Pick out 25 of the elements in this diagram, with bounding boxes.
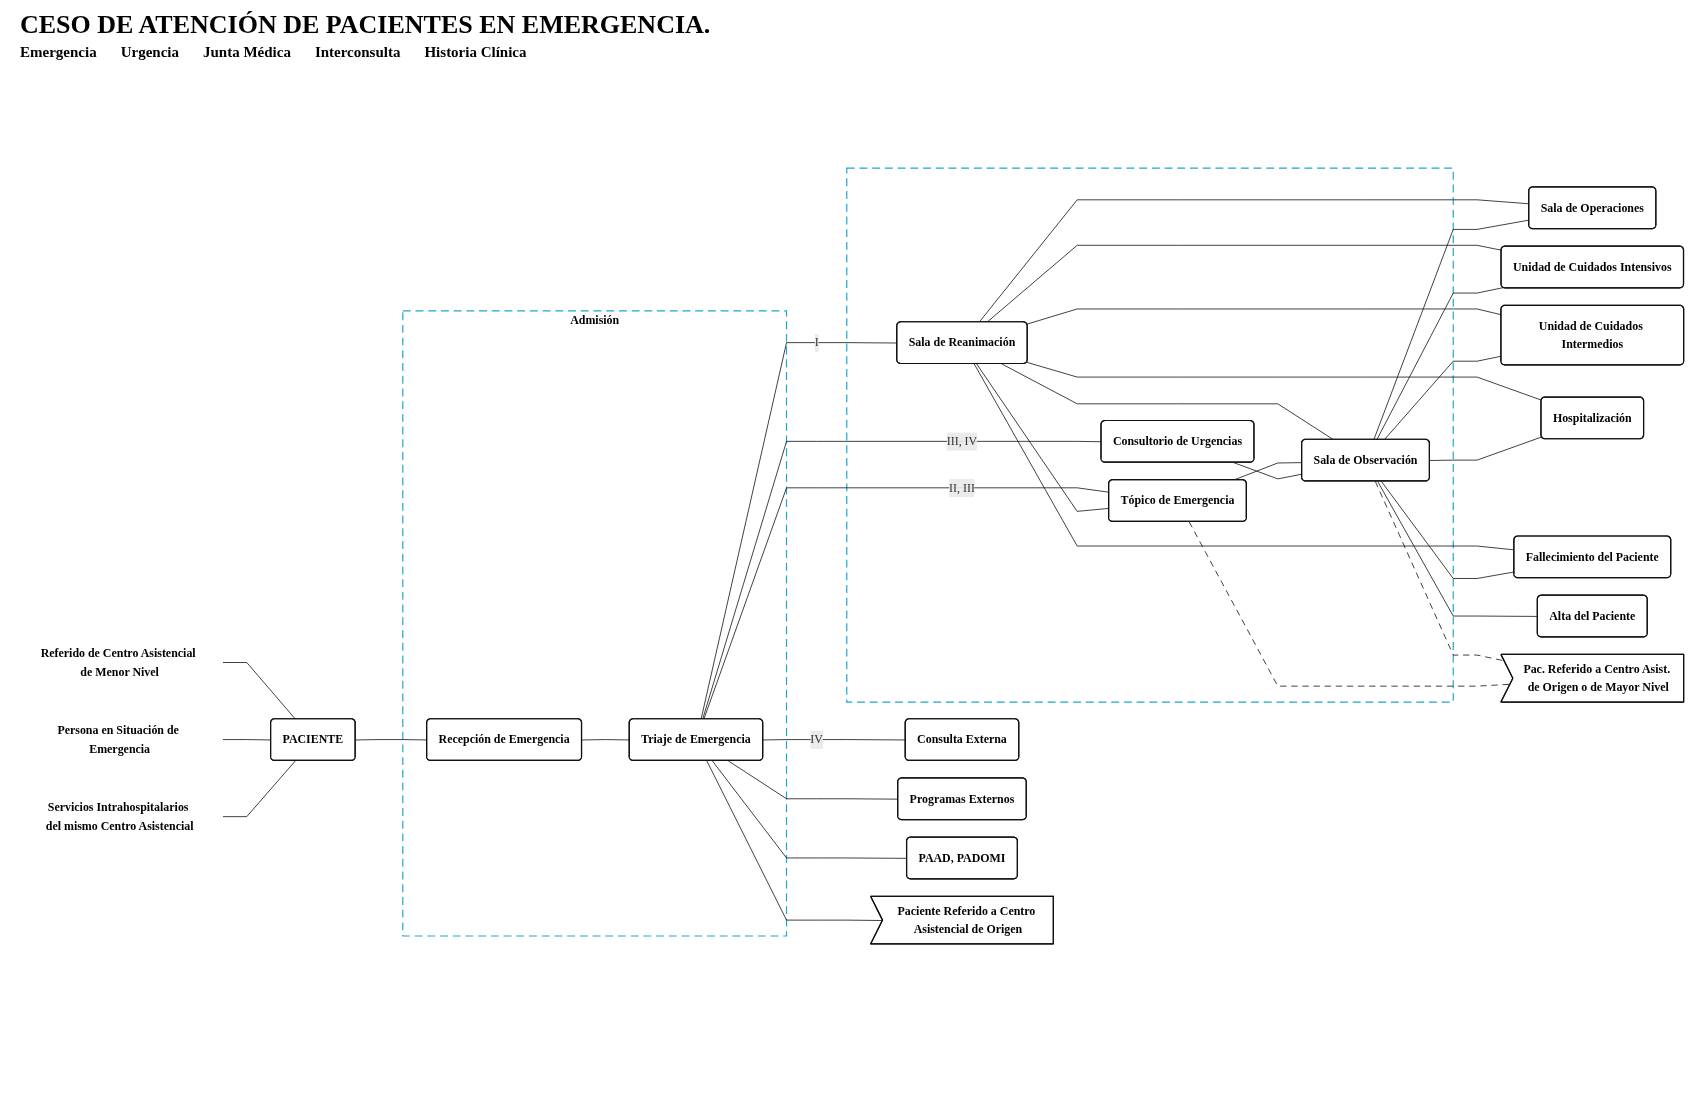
connector — [1374, 480, 1505, 662]
connector — [1026, 361, 1542, 401]
connector — [222, 760, 296, 818]
edge-label: II, III — [949, 481, 975, 494]
edge-label: III, IV — [946, 434, 978, 448]
connector — [222, 662, 296, 720]
connector — [762, 739, 906, 741]
note-text: Emergencia — [20, 44, 97, 61]
connector — [986, 244, 1502, 323]
connector — [1429, 436, 1543, 461]
node-text: Referido de Centro Asistencial de Menor Nivel — [40, 647, 196, 678]
node-text: Persona en Situación de Emergencia — [57, 724, 179, 755]
node-text: Servicios Intrahospitalarios del mismo Centro Asistencial — [45, 801, 194, 832]
note-text: Interconsulta — [314, 44, 401, 61]
note-text: Historia Clínica — [424, 44, 527, 61]
note-text: Junta Médica — [202, 44, 291, 61]
connector — [1376, 287, 1504, 441]
diagram-title: CESO DE ATENCIÓN DE PACIENTES EN EMERGENCIA. — [20, 10, 712, 40]
connector — [1001, 363, 1334, 441]
edge-label: IV — [810, 733, 823, 746]
connector — [702, 440, 1102, 720]
cluster — [846, 167, 1454, 703]
edge-label: I — [814, 336, 819, 349]
note-text: Urgencia — [120, 44, 179, 61]
connector — [581, 739, 630, 741]
